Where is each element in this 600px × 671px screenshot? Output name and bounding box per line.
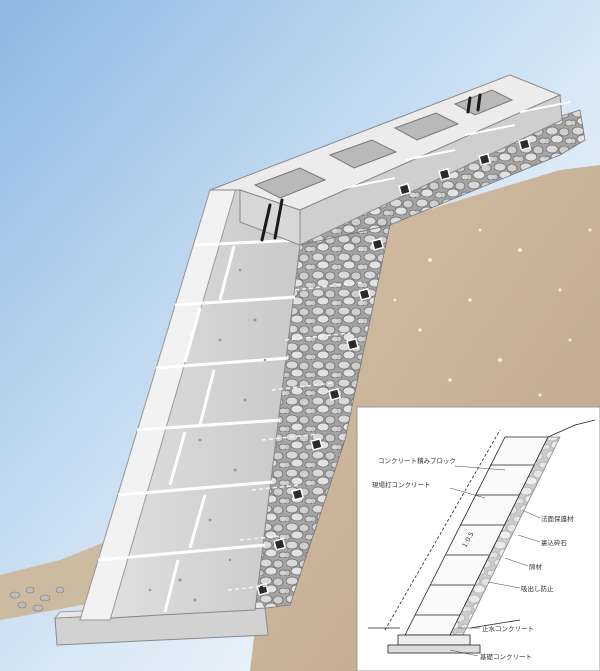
detail-label-backfill: 裏込砕石 [541,538,568,547]
detail-label-concrete-block: コンクリート積みブロック [378,456,456,465]
block-vertical-joints [163,245,236,613]
detail-label-waterstop-concrete: 止水コンクリート [482,624,534,633]
detail-label-suction-prevention: 吸出し防止 [521,584,554,593]
ground-pebbles [9,586,65,612]
block-joints [97,238,301,562]
detail-label-cast-concrete: 現場打コンクリート [372,480,431,489]
detail-wall [368,419,596,654]
ground-left [0,540,110,620]
detail-leaders [449,465,541,657]
detail-label-foundation-concrete: 基礎コンクリート [480,652,532,661]
soil-speckles [393,228,592,397]
weep-holes [256,137,532,596]
concrete-speckles [148,268,267,602]
drain-pipes-top [344,101,571,189]
gravel-dash-lines [227,281,366,591]
detail-label-filler: 隙材 [529,562,543,571]
detail-label-slope-protection: 法面保護材 [541,514,574,523]
rebars [260,93,482,242]
detail-inset: コンクリート積みブロック 現場打コンクリート 1:0.5 法面保護材 裏込砕石 … [356,406,600,671]
